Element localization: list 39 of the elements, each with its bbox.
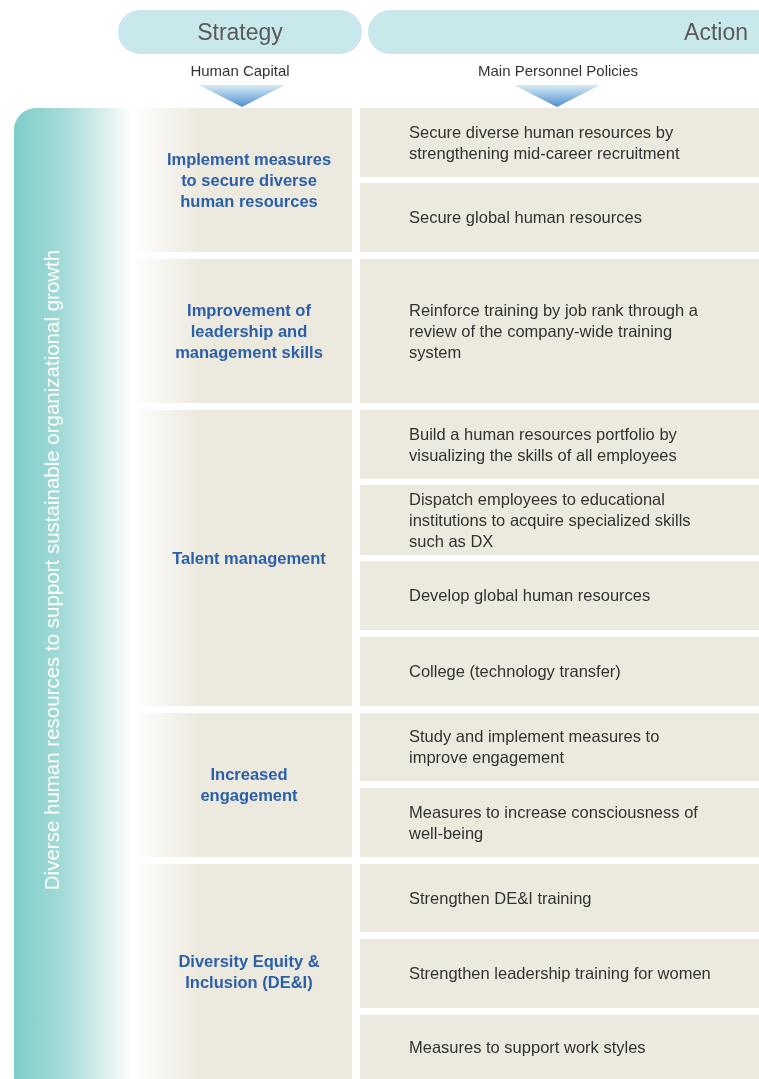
strategy-text: Increased engagement: [199, 764, 299, 806]
policy-cell: [360, 864, 759, 932]
policy-text: Build a human resources portfolio by visualizing the skills of all employees: [409, 423, 678, 466]
policy-cell: [360, 637, 759, 706]
policy-cell: [360, 788, 759, 857]
policy-text: College (technology transfer): [409, 661, 621, 682]
header-pill: [368, 10, 759, 54]
chevron-arrow: [199, 85, 285, 107]
policy-text: Study and implement measures to improve engagement: [409, 726, 661, 768]
policy-cell: [360, 410, 759, 479]
vertical-heading: Diverse human resources to support sustainable organizational growth: [40, 249, 64, 891]
strategy-text: Improvement of leadership and management skills: [174, 299, 324, 363]
policy-cell: [360, 713, 759, 781]
column-heading: Action: [684, 18, 748, 46]
policy-text: Measures to increase consciousness of well-being: [409, 801, 699, 844]
policy-cell: [360, 485, 759, 555]
goal-band: [14, 108, 352, 1079]
policy-cell: [360, 939, 759, 1008]
header-pill: [118, 10, 362, 54]
strategy-text: Diversity Equity & Inclusion (DE&I): [177, 950, 321, 993]
policy-text: Measures to support work styles: [409, 1036, 646, 1058]
policy-cell: [360, 259, 759, 403]
policy-text: Strengthen leadership training for women: [409, 963, 711, 984]
policy-cell: [360, 183, 759, 252]
policy-text: Dispatch employees to educational institutions to acquire specialized skills such as DX: [409, 488, 692, 552]
column-subheading: Main Personnel Policies: [477, 62, 639, 79]
column-heading: Strategy: [197, 18, 283, 46]
policy-cell: [360, 561, 759, 630]
policy-text: Secure global human resources: [409, 207, 642, 228]
policy-cell: [360, 108, 759, 177]
policy-text: Reinforce training by job rank through a review of the company-wide training system: [409, 299, 699, 363]
column-subheading: Human Capital: [190, 62, 290, 79]
policy-cell: [360, 1015, 759, 1079]
policy-text: Develop global human resources: [409, 585, 651, 606]
policy-text: Secure diverse human resources by strengthening mid-career recruitment: [409, 121, 681, 164]
strategy-text: Talent management: [172, 547, 326, 569]
strategy-text: Implement measures to secure diverse human resources: [165, 148, 333, 212]
policy-text: Strengthen DE&I training: [409, 887, 592, 909]
chevron-arrow: [514, 85, 600, 107]
